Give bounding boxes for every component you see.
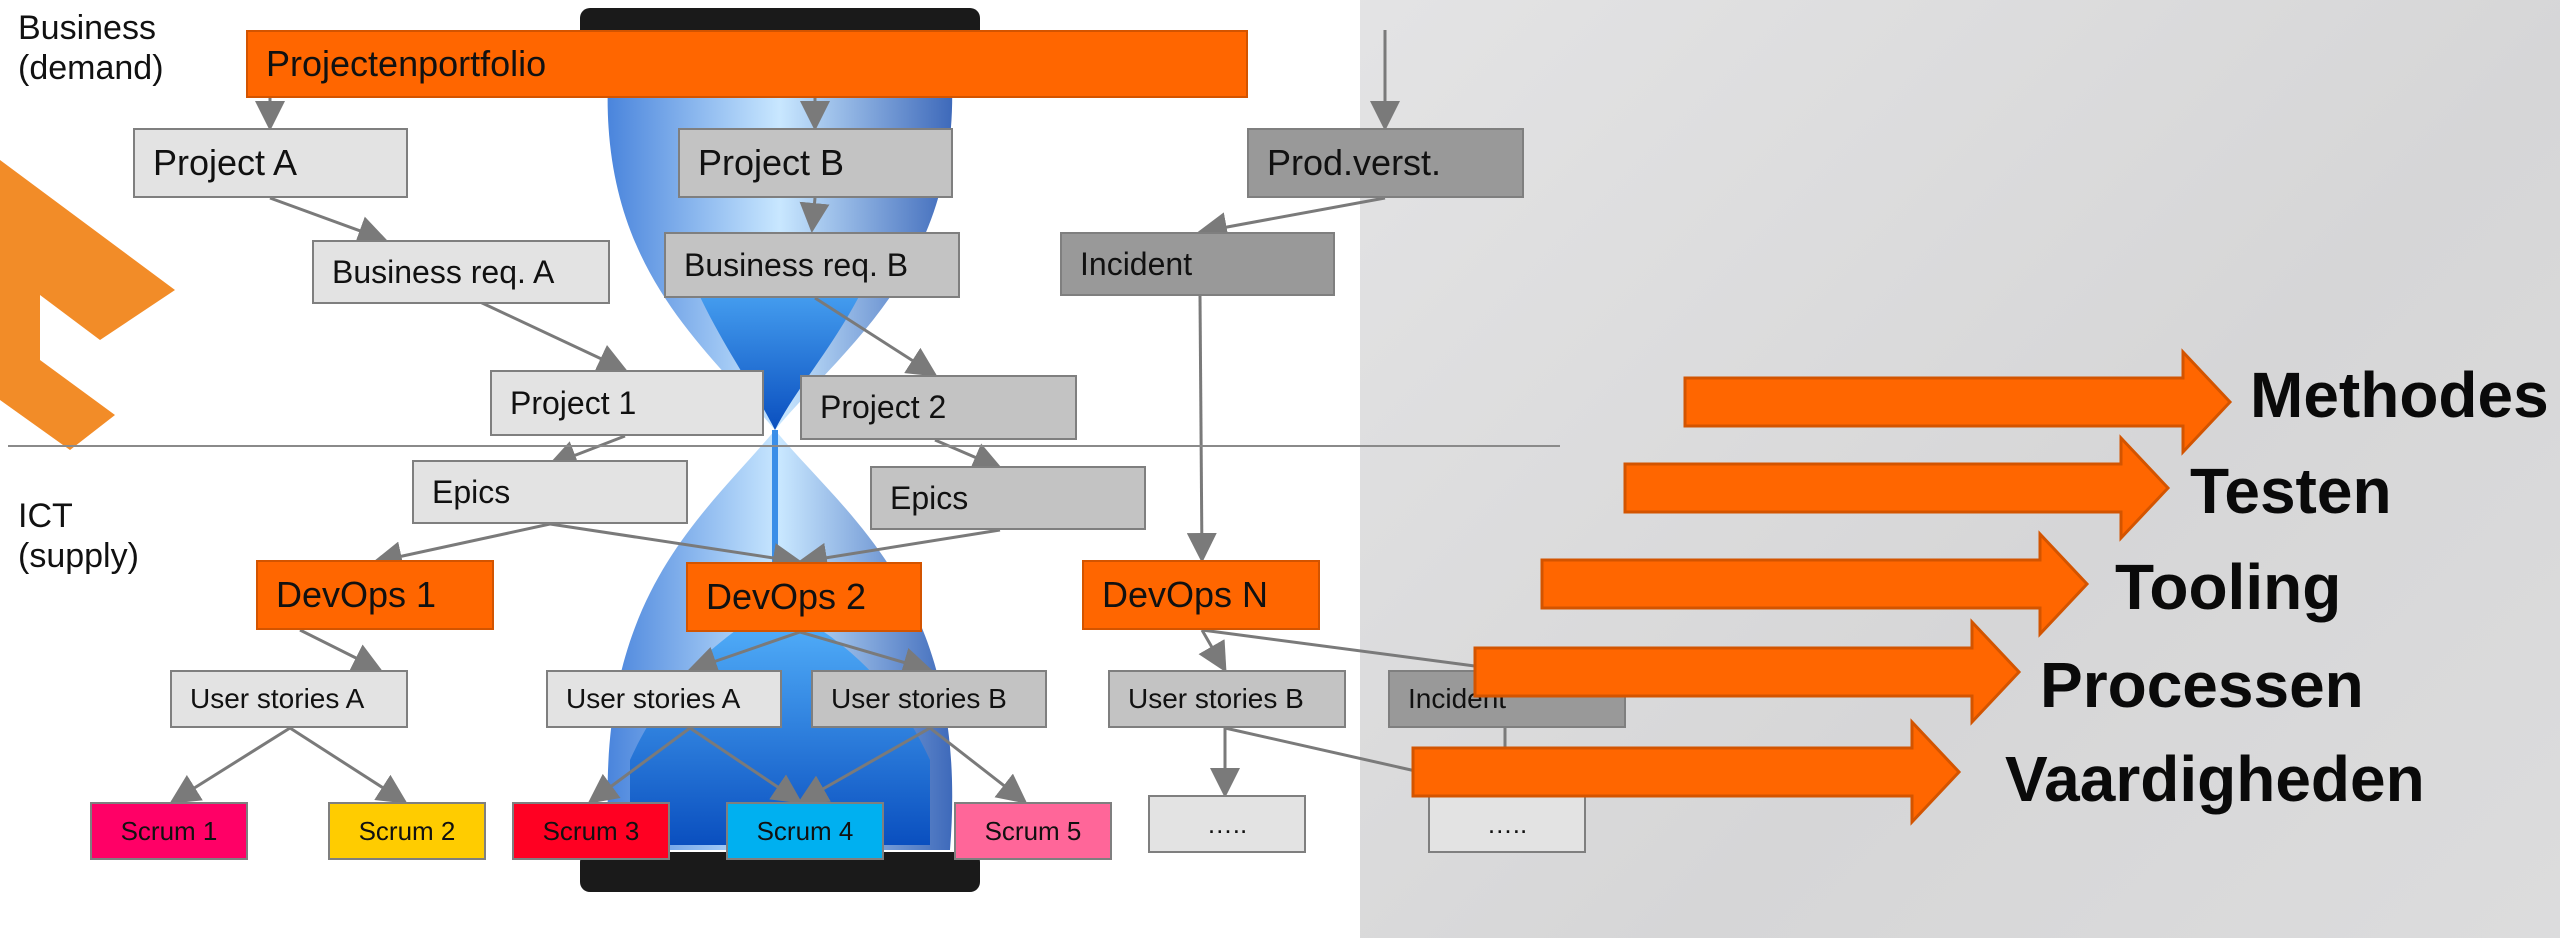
user-stories-b1-box: User stories B [811,670,1047,728]
devops-1-box: DevOps 1 [256,560,494,630]
business-label: Business (demand) [18,8,164,88]
business-req-b-box: Business req. B [664,232,960,298]
placeholder-box-1: ….. [1148,795,1306,853]
epics-2-box: Epics [870,466,1146,530]
ict-title: ICT [18,497,73,535]
demand-subtitle: (demand) [18,49,164,87]
vaardigheden-label: Vaardigheden [2005,743,2425,815]
processen-arrow-icon [1473,618,2022,726]
supply-subtitle: (supply) [18,537,139,575]
vaardigheden-arrow-icon [1411,718,1962,826]
scrum-4-box: Scrum 4 [726,802,884,860]
testen-arrow-icon [1623,434,2171,542]
tooling-arrow-icon [1540,530,2090,638]
devops-n-box: DevOps N [1082,560,1320,630]
scrum-5-box: Scrum 5 [954,802,1112,860]
user-stories-a2-box: User stories A [546,670,782,728]
project-1-box: Project 1 [490,370,764,436]
scrum-2-box: Scrum 2 [328,802,486,860]
testen-label: Testen [2190,455,2392,527]
tooling-label: Tooling [2115,551,2342,623]
business-req-a-box: Business req. A [312,240,610,304]
scrum-3-box: Scrum 3 [512,802,670,860]
ict-label: ICT (supply) [18,496,139,576]
logo-fragment-icon [0,160,175,450]
project-b-box: Project B [678,128,953,198]
devops-2-box: DevOps 2 [686,562,922,632]
processen-label: Processen [2040,649,2364,721]
scrum-1-box: Scrum 1 [90,802,248,860]
methodes-arrow-icon [1683,348,2233,456]
business-title: Business [18,9,156,47]
user-stories-a1-box: User stories A [170,670,408,728]
epics-1-box: Epics [412,460,688,524]
methodes-label: Methodes [2250,359,2549,431]
project-a-box: Project A [133,128,408,198]
incident-top-box: Incident [1060,232,1335,296]
projectenportfolio-box: Projectenportfolio [246,30,1248,98]
prod-verst-box: Prod.verst. [1247,128,1524,198]
placeholder-box-2: ….. [1428,795,1586,853]
user-stories-b2-box: User stories B [1108,670,1346,728]
project-2-box: Project 2 [800,375,1077,440]
